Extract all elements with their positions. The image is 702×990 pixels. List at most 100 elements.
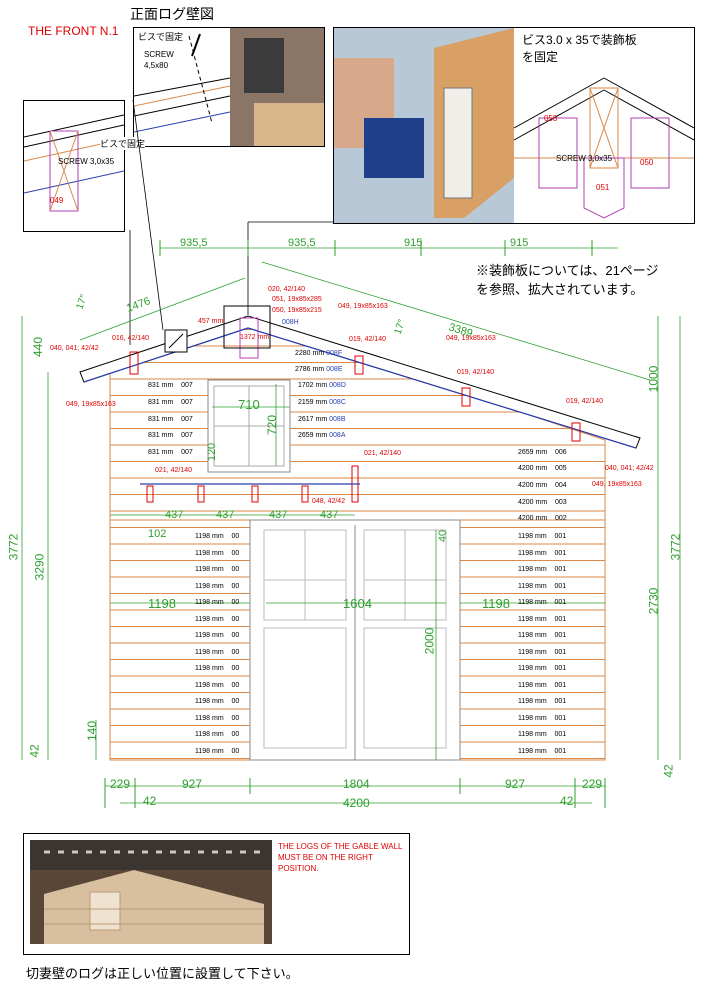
short-log-1: 831 mm 007 [148,382,193,389]
dim-height-3772-right: 3772 [668,533,683,561]
detail-box-1-jp-label: ビスで固定 [138,32,184,42]
wall-log-left: 1198 mm 00 [195,714,240,722]
wall-log-left: 1198 mm 00 [195,665,240,672]
dim-437-2: 437 [216,509,235,521]
short-log-4: 831 mm 007 [148,432,193,439]
page-title: 正面ログ壁図 [130,6,214,22]
roof-left-angle: 17° [74,293,90,311]
detail-box-screw-3x35: SCREW 3,0x35 049 [23,100,125,232]
dim-1604: 1604 [343,596,372,611]
roof-left-length: 1476 [125,295,152,315]
roof-left-small: 457 mm [198,318,224,325]
wall-log-right: 1198 mm 001 [518,747,567,755]
detail-box-3-note-1: ビス3.0 x 35で装飾板 [522,33,637,47]
part-016: 016, 42/140 [112,335,149,342]
dim-bottom-4200: 4200 [343,796,370,810]
detail-box-3-part-050a: 050 [544,114,558,123]
dim-bottom-229-left: 229 [110,777,131,791]
wall-log-right: 1198 mm 001 [518,615,567,623]
wall-log-right: 1198 mm 001 [518,681,567,689]
photo-drill-1-tool [244,38,284,93]
part-019-a: 019, 42/140 [349,336,386,343]
dim-height-2730: 2730 [646,587,661,615]
detail-box-2-screw: SCREW 3,0x35 [58,157,115,166]
dim-437-1: 437 [165,509,184,521]
front-label: THE FRONT N.1 [28,24,119,38]
part-019-c: 019, 42/140 [566,398,603,405]
wall-log-left: 1198 mm 00 [195,648,240,656]
wall-log-left: 1198 mm 00 [195,681,240,689]
wall-log-right: 1198 mm 001 [518,533,567,540]
part-050: 050, 19x85x215 [272,307,322,314]
wall-log-right: 1198 mm 001 [518,632,567,639]
dim-bottom-42-left: 42 [143,794,157,808]
warning-line-1: THE LOGS OF THE GABLE WALL [278,842,403,851]
dim-height-440: 440 [31,336,46,358]
wall-log-left: 1198 mm 00 [195,533,240,540]
short-log-2: 831 mm 007 [148,399,193,406]
bottom-note: 切妻壁のログは正しい位置に設置して下さい。 [26,966,299,981]
part-048: 048, 42/42 [312,498,346,505]
upper-log-002: 4200 mm 002 [518,515,567,522]
dim-2000: 2000 [422,627,437,655]
wall-log-right: 1198 mm 001 [518,648,567,656]
wall-log-left: 1198 mm 00 [195,698,240,705]
dim-437-4: 437 [320,509,339,521]
part-051: 051, 19x85x285 [272,296,322,303]
gable-log-008a: 2659 mm 008A [298,432,346,439]
note-decorative-board-2: を参照、拡大されています。 [476,282,644,297]
part-049-left: 049, 19x85x163 [66,401,116,408]
dim-height-140: 140 [85,720,100,742]
gable-log-008d: 1702 mm 008D [298,382,346,389]
dim-window-width: 710 [238,397,260,412]
warning-line-2: MUST BE ON THE RIGHT [278,853,373,862]
part-049-top: 049, 19x85x163 [338,303,388,310]
detail-box-3-screw: SCREW 3,0x35 [556,154,613,163]
roof-left-dim-line [79,277,246,341]
note-decorative-board-1: ※装飾板については、21ページ [476,263,659,278]
top-dim-2: 935,5 [288,237,316,249]
roof-right-angle: 17° [392,318,408,336]
gable-log-008b: 2617 mm 008B [298,416,346,423]
wall-log-right: 1198 mm 001 [518,665,567,672]
gable-log-008f: 2280 mm 008F [295,350,343,357]
gable-log-008c: 2159 mm 008C [298,399,346,406]
detail-box-1-screw-label: SCREW [144,50,174,59]
dim-102: 102 [148,528,167,540]
wall-log-left: 1198 mm 00 [195,747,240,755]
wall-log-right: 1198 mm 001 [518,582,567,590]
dim-bottom-229-right: 229 [582,777,603,791]
part-020: 020, 42/140 [268,286,305,293]
wall-log-right: 1198 mm 001 [518,599,567,606]
dim-437-3: 437 [269,509,288,521]
detail-box-1-drawing [134,28,324,146]
dim-window-small: 120 [206,442,219,462]
detail-box-3-note-2: を固定 [522,50,559,64]
gable-photo [30,840,272,944]
peak-detail-marker [223,305,271,349]
top-dim-4: 915 [510,237,528,249]
roof-right-dim-line [261,261,651,381]
detail-box-1-screw-size: 4,5x80 [144,61,169,70]
short-log-5: 831 mm 007 [148,449,193,456]
wall-log-left: 1198 mm 00 [195,731,240,738]
dim-bottom-927-right: 927 [505,777,526,791]
dim-window-height: 720 [265,414,280,436]
detail-box-3-drawing [334,28,694,223]
part-021-a: 021, 42/140 [155,467,192,474]
photo-drill-1-wood [254,103,324,146]
part-049-right-top: 049, 19x85x163 [446,335,496,342]
dim-bottom-42-right: 42 [560,794,574,808]
detail-box-3-part-051: 051 [596,183,610,192]
wall-log-left: 1198 mm 00 [195,599,240,606]
part-021-b: 021, 42/140 [364,450,401,457]
part-040-left: 040, 041; 42/42 [50,345,99,352]
wall-log-right: 1198 mm 001 [518,698,567,705]
dim-bottom-1804: 1804 [343,777,370,791]
upper-log-006: 2659 mm 006 [518,449,567,456]
detail-box-2-jp-label: ビスで固定 [100,137,146,150]
dim-height-42-right: 42 [661,764,676,778]
dim-height-3772-left: 3772 [6,533,21,561]
dim-40: 40 [437,529,450,543]
